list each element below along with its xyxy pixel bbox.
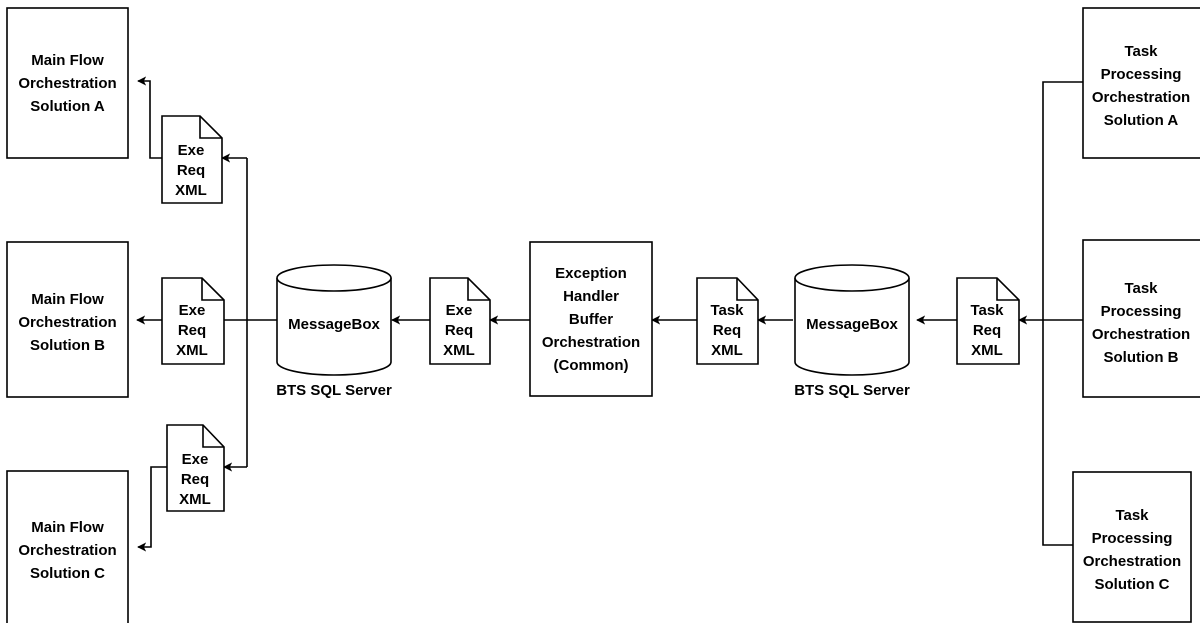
connectors xyxy=(136,76,1083,552)
task-bus-line xyxy=(1042,81,1083,546)
bts-sql-server-caption-right: BTS SQL Server xyxy=(794,382,910,399)
bts-sql-server-caption-left: BTS SQL Server xyxy=(276,382,392,399)
svg-text:MessageBox: MessageBox xyxy=(806,316,898,333)
svg-text:MessageBox: MessageBox xyxy=(288,316,380,333)
messagebox-db-left: MessageBox BTS SQL Server xyxy=(276,264,392,399)
arrow-doc-to-main-a xyxy=(137,76,162,159)
messagebox-db-right: MessageBox BTS SQL Server xyxy=(794,264,910,399)
arrow-doc-to-main-c xyxy=(137,466,167,552)
